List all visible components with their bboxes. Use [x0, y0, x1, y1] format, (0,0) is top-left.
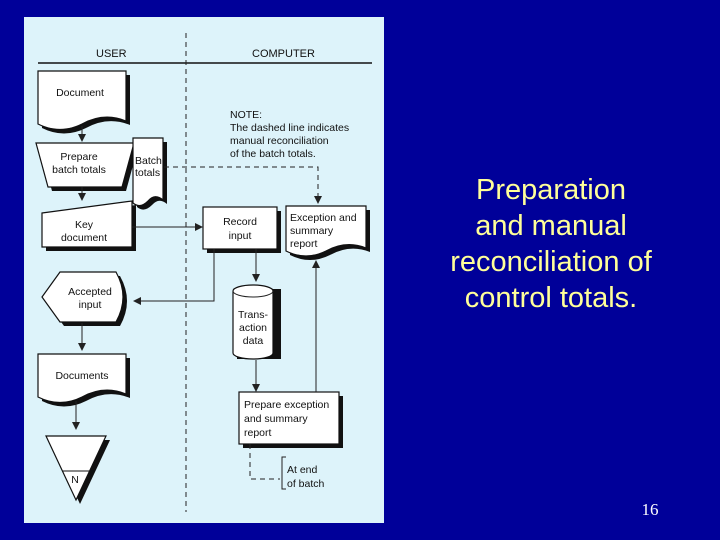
- accepted-input-label-1: Accepted: [68, 286, 112, 298]
- documents-label: Documents: [55, 370, 108, 382]
- batch-totals-shape: Batch totals: [132, 137, 167, 210]
- transaction-data-label-3: data: [243, 335, 264, 347]
- note-line-4: of the batch totals.: [230, 148, 316, 160]
- reconciliation-dashed-line: [164, 166, 322, 204]
- exception-report-label-1: Exception and: [290, 212, 357, 224]
- note-line-1: NOTE:: [230, 109, 262, 121]
- note-line-3: manual reconciliation: [230, 135, 329, 147]
- offline-file-shape: N: [45, 435, 110, 504]
- slide-title-line-4: control totals.: [464, 282, 638, 314]
- key-document-label-1: Key: [75, 219, 94, 231]
- prepare-batch-shape: Prepare batch totals: [35, 142, 138, 191]
- batch-totals-label-2: totals: [135, 167, 160, 179]
- flowchart-diagram: USER COMPUTER Document NOTE: The dashed …: [35, 33, 372, 512]
- transaction-data-label-1: Trans-: [238, 309, 268, 321]
- prepare-exception-label-1: Prepare exception: [244, 399, 329, 411]
- end-of-batch-bracket: [281, 456, 286, 490]
- accepted-input-label-2: input: [79, 299, 102, 311]
- prepare-exception-label-3: report: [244, 427, 272, 439]
- key-document-label-2: document: [61, 232, 107, 244]
- note-text: NOTE: The dashed line indicates manual r…: [230, 109, 349, 160]
- document-label: Document: [56, 87, 104, 99]
- arrow-record-to-accepted: [133, 249, 215, 305]
- file-label: N: [71, 474, 79, 486]
- key-document-shape: Key document: [41, 200, 136, 251]
- document-shape: Document: [37, 70, 130, 134]
- prepare-batch-label-2: batch totals: [52, 164, 106, 176]
- end-of-batch-label-2: of batch: [287, 478, 325, 490]
- batch-totals-label-1: Batch: [135, 155, 162, 167]
- transaction-data-shape: Trans- action data: [232, 284, 281, 360]
- exception-report-shape: Exception and summary report: [285, 205, 370, 260]
- record-input-shape: Record input: [202, 206, 281, 253]
- column-heading-user: USER: [96, 48, 127, 60]
- slide-title-line-3: reconciliation of: [450, 246, 652, 278]
- end-of-batch-dashed-line: [249, 444, 280, 480]
- slide-title: Preparation and manual reconciliation of…: [412, 172, 690, 316]
- record-input-label-1: Record: [223, 216, 257, 228]
- column-heading-computer: COMPUTER: [252, 48, 315, 60]
- transaction-data-label-2: action: [239, 322, 267, 334]
- documents-shape: Documents: [37, 353, 130, 407]
- note-line-2: The dashed line indicates: [230, 122, 349, 134]
- exception-report-label-3: report: [290, 238, 318, 250]
- exception-report-label-2: summary: [290, 225, 334, 237]
- end-of-batch-label-1: At end: [287, 464, 318, 476]
- slide-title-line-1: Preparation: [476, 174, 626, 206]
- slide-title-line-2: and manual: [475, 210, 627, 242]
- flowchart-panel: USER COMPUTER Document NOTE: The dashed …: [24, 17, 384, 523]
- prepare-batch-label-1: Prepare: [60, 151, 98, 163]
- prepare-exception-shape: Prepare exception and summary report: [238, 391, 343, 448]
- accepted-input-shape: Accepted input: [41, 271, 127, 326]
- page-number: 16: [641, 500, 659, 519]
- record-input-label-2: input: [229, 230, 252, 242]
- prepare-exception-label-2: and summary: [244, 413, 308, 425]
